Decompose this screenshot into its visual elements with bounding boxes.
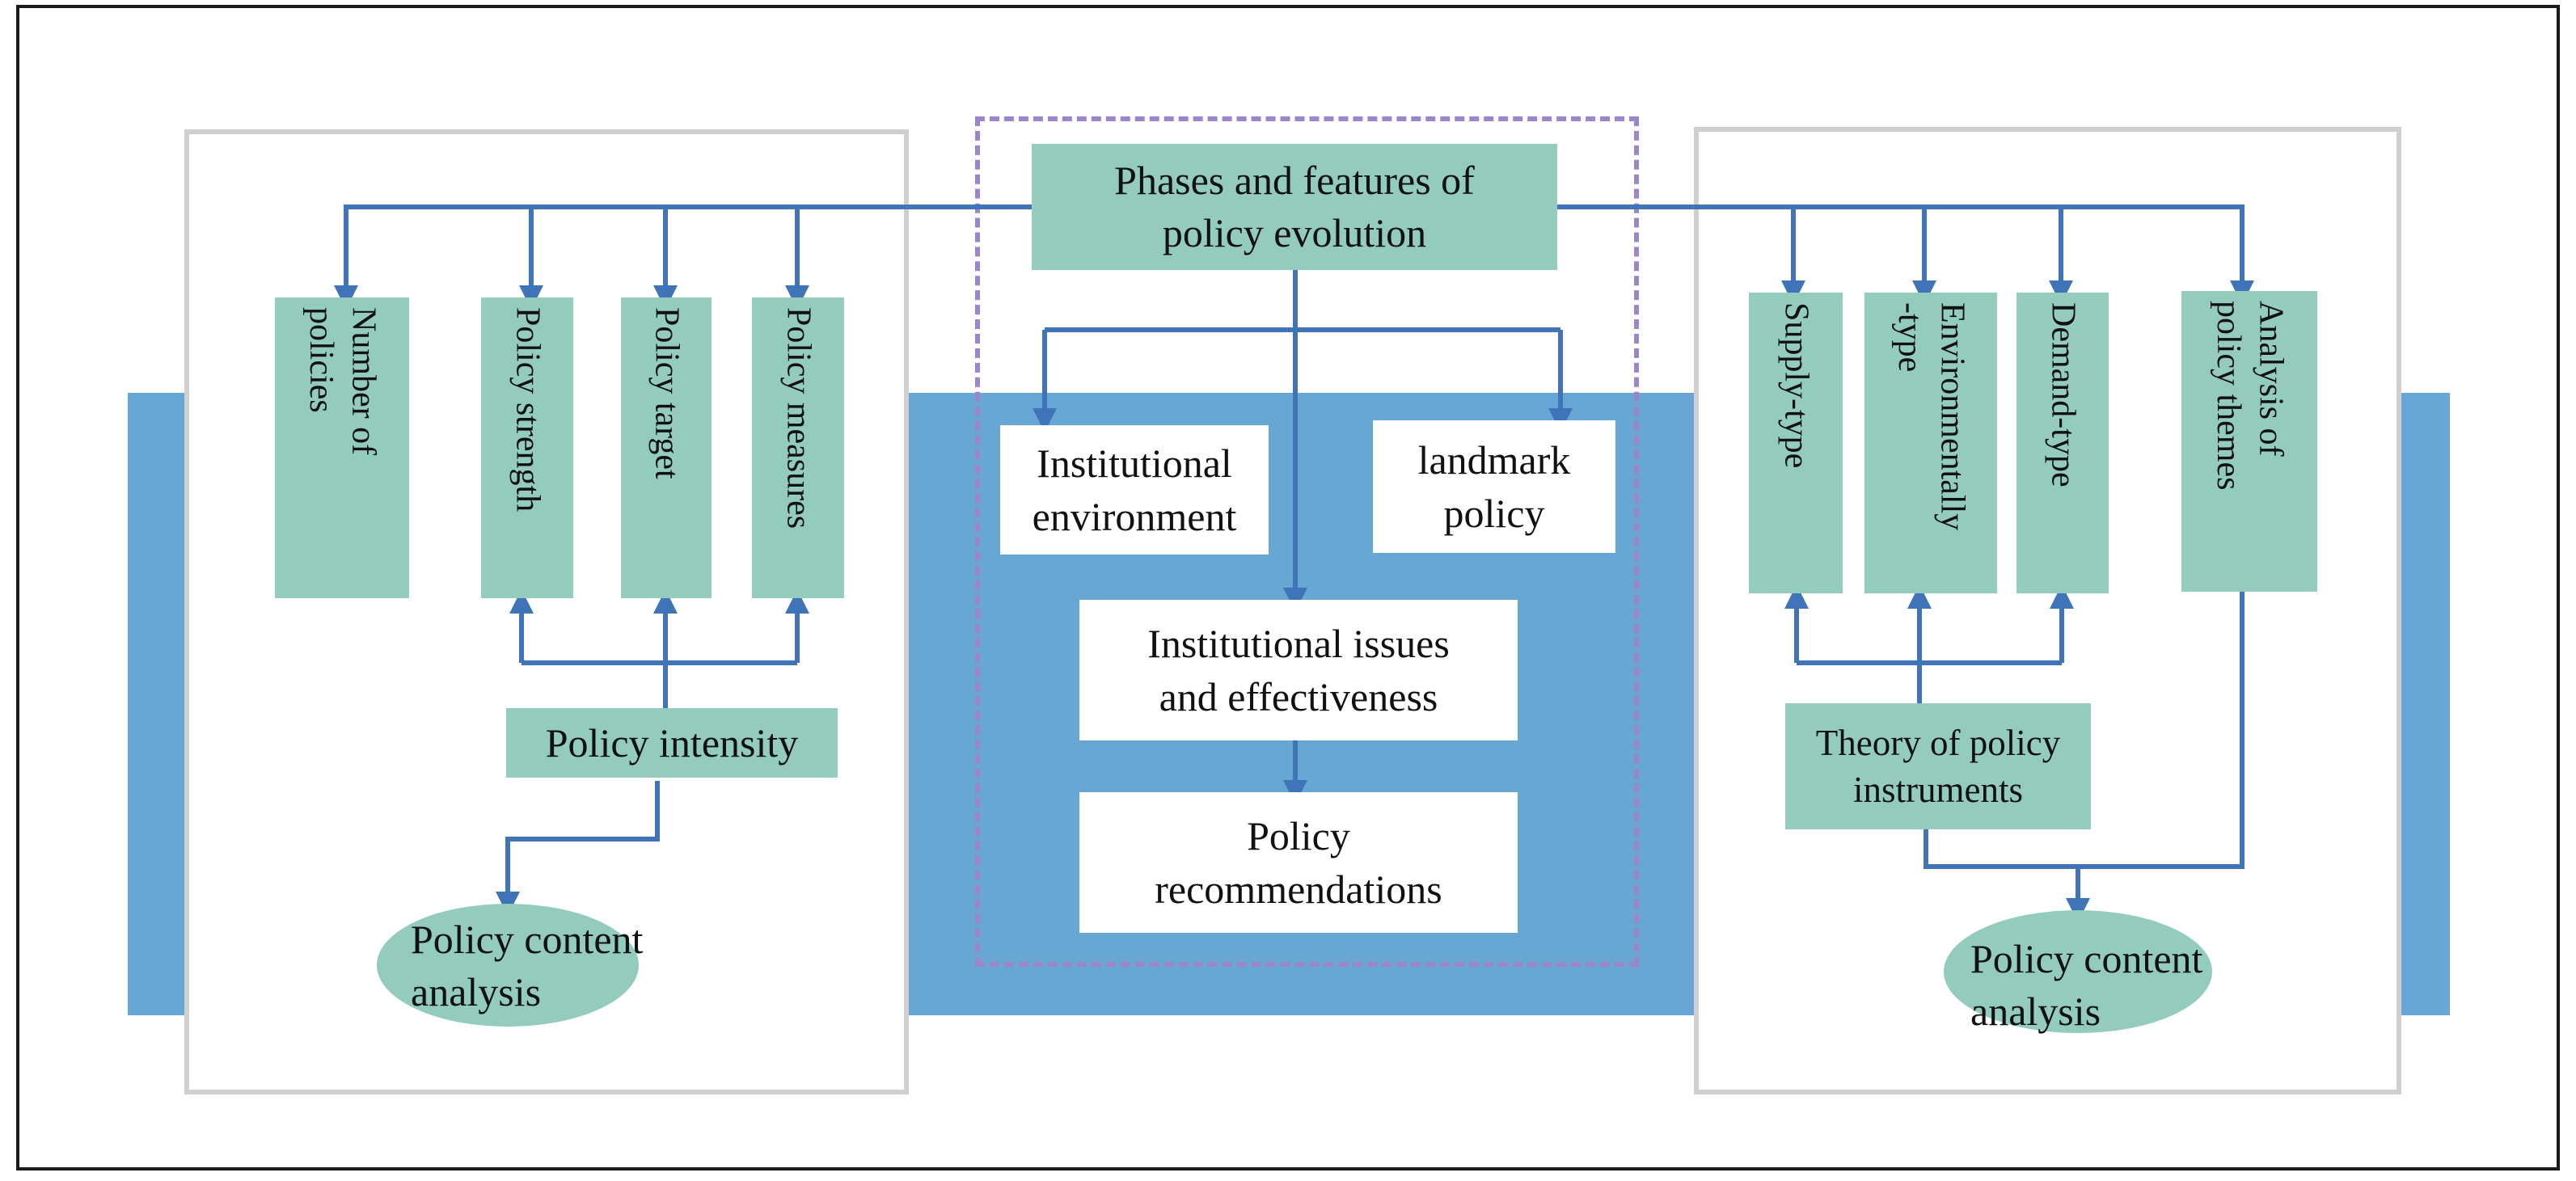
institutional-issues-box: Institutional issues and effectiveness [1079, 600, 1518, 740]
left-content-analysis-label: Policy content analysis [411, 917, 644, 1014]
right-panel [1694, 127, 2401, 1095]
left-edge-band [128, 393, 189, 1015]
policy-measures-box: Policy measures [752, 297, 844, 598]
supply-type-label: Supply-type [1777, 302, 1815, 469]
right-content-analysis-label: Policy content analysis [1970, 936, 2203, 1034]
policy-target-box: Policy target [621, 297, 712, 598]
policy-evolution-box: Phases and features of policy evolution [1032, 144, 1557, 270]
supply-type-box: Supply-type [1749, 293, 1843, 593]
center-dashed-region [975, 116, 1639, 967]
policy-strength-box: Policy strength [481, 297, 573, 598]
theory-of-policy-instruments-box: Theory of policy instruments [1785, 703, 2091, 829]
number-of-policies-box: Number of policies [275, 297, 409, 598]
number-of-policies-label: Number of policies [302, 307, 382, 456]
policy-target-label: Policy target [648, 307, 686, 479]
right-content-analysis-ellipse [1944, 910, 2212, 1033]
policy-strength-label: Policy strength [509, 307, 547, 512]
policy-themes-label: Analysis of policy themes [2210, 301, 2290, 491]
landmark-policy-box: landmark policy [1373, 420, 1615, 553]
environmental-type-label: Environmentally -type [1891, 302, 1971, 531]
policy-measures-label: Policy measures [779, 307, 817, 529]
policy-themes-box: Analysis of policy themes [2181, 291, 2317, 592]
right-edge-band [2400, 393, 2450, 1015]
left-content-analysis-ellipse [377, 904, 639, 1027]
policy-intensity-box: Policy intensity [506, 708, 838, 778]
outer-frame [16, 5, 2560, 1170]
institutional-environment-box: Institutional environment [1000, 425, 1269, 555]
demand-type-box: Demand-type [2016, 293, 2109, 593]
left-panel [184, 129, 909, 1095]
demand-type-label: Demand-type [2044, 302, 2082, 487]
policy-recommendations-box: Policy recommendations [1079, 792, 1518, 933]
environmental-type-box: Environmentally -type [1864, 293, 1997, 593]
